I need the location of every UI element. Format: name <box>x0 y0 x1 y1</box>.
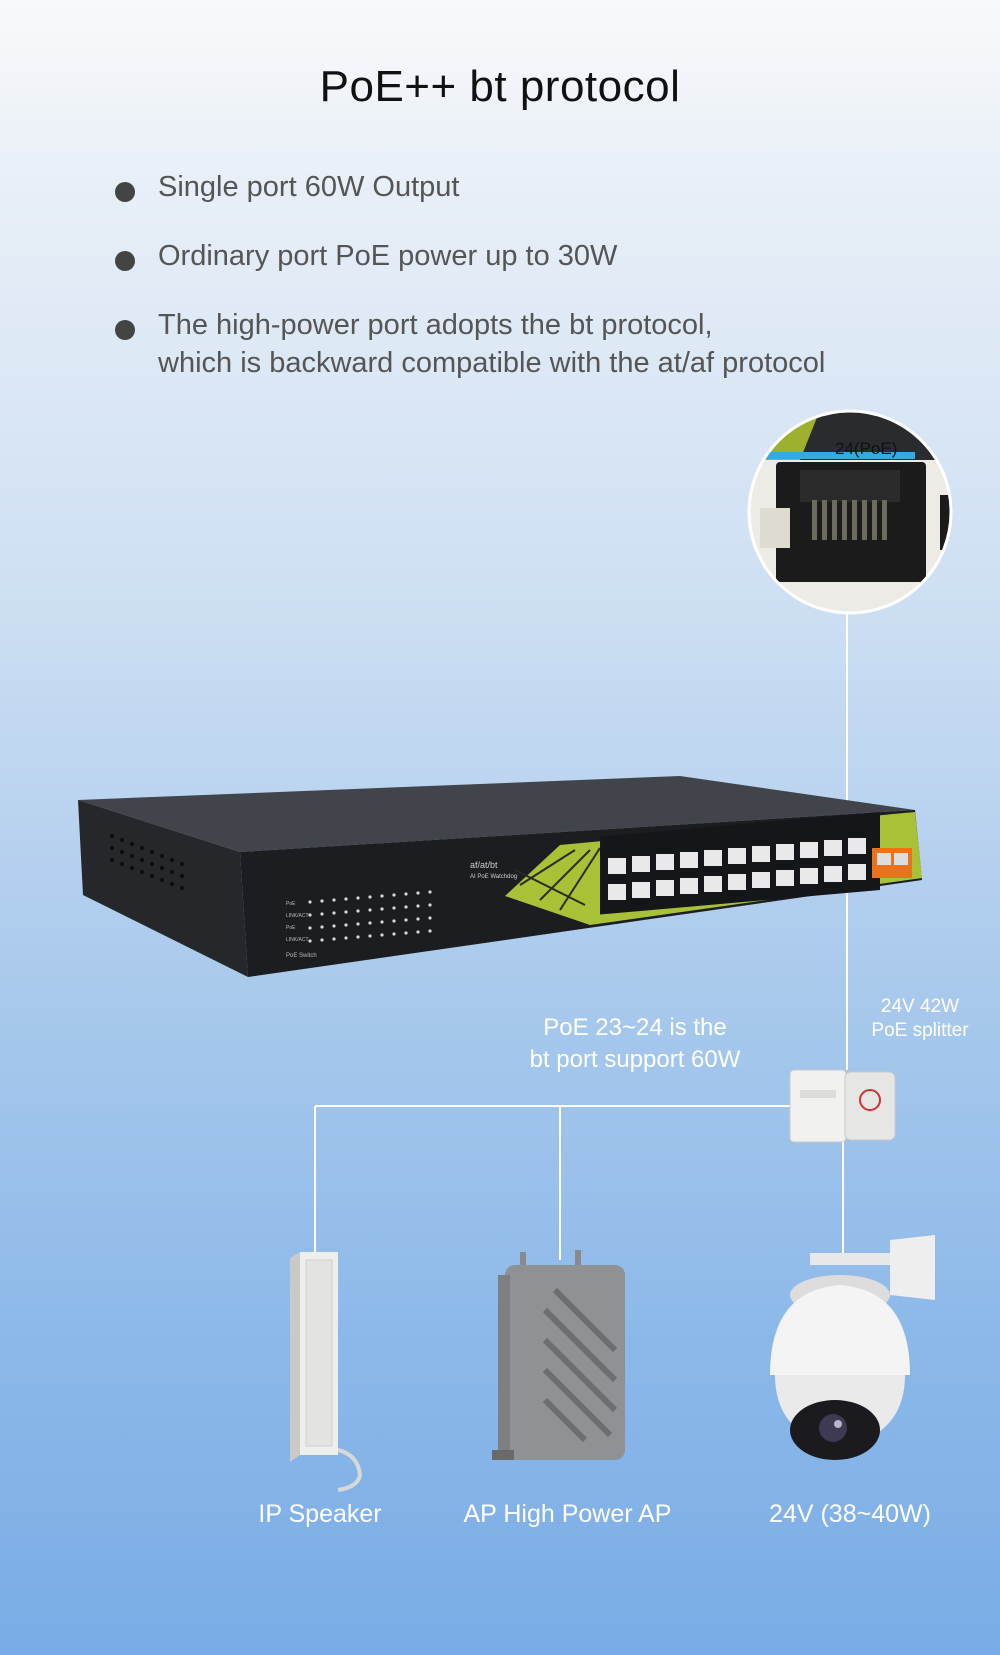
feature-item: The high-power port adopts the bt protoc… <box>113 306 973 382</box>
ap-label: AP High Power AP <box>463 1500 672 1528</box>
port-zoom-magnifier: 24(PoE) <box>747 409 953 615</box>
splitter-annotation-line1: 24V 42W <box>880 996 960 1017</box>
splitter-annotation-line2: PoE splitter <box>871 1020 969 1041</box>
feature-text: Single port 60W Output <box>158 171 460 203</box>
bt-port-annotation-line1: PoE 23~24 is the <box>543 1014 727 1041</box>
switch-row-label: LINK/ACT <box>286 913 309 919</box>
zoom-port-label: 24(PoE) <box>835 439 897 458</box>
ethernet-port-row <box>608 838 866 900</box>
switch-footer-text: PoE Switch <box>286 953 317 959</box>
bullet-dot-icon <box>115 251 135 271</box>
splitter-annotation: 24V 42W PoE splitter <box>855 995 985 1043</box>
feature-item: Single port 60W Output <box>113 168 973 206</box>
switch-row-label: PoE <box>286 901 296 907</box>
feature-list: Single port 60W Output Ordinary port PoE… <box>113 168 973 413</box>
feature-text: The high-power port adopts the bt protoc… <box>158 309 713 341</box>
bullet-dot-icon <box>115 320 135 340</box>
bt-port-annotation-line2: bt port support 60W <box>529 1046 741 1073</box>
feature-text-continued: which is backward compatible with the at… <box>158 347 826 379</box>
ptz-camera-device <box>770 1235 935 1460</box>
camera-label: 24V (38~40W) <box>769 1500 931 1528</box>
bullet-dot-icon <box>115 182 135 202</box>
bt-port-annotation: PoE 23~24 is the bt port support 60W <box>500 1012 770 1076</box>
status-led-grid <box>308 890 432 943</box>
switch-row-label: LINK/ACT <box>286 937 309 943</box>
ip-speaker-label: IP Speaker <box>258 1500 382 1528</box>
feature-item: Ordinary port PoE power up to 30W <box>113 237 973 275</box>
feature-text: Ordinary port PoE power up to 30W <box>158 240 618 272</box>
wireless-ap-device <box>492 1250 625 1460</box>
switch-watchdog-text: AI PoE Watchdog <box>470 874 517 880</box>
ip-speaker-device <box>290 1252 363 1492</box>
switch-model-text: af/at/bt <box>470 860 498 870</box>
page-title: PoE++ bt protocol <box>319 62 681 111</box>
switch-row-label: PoE <box>286 925 296 931</box>
poe-splitter-device <box>789 1069 896 1143</box>
poe-switch-device: af/at/bt AI PoE Watchdog PoE LINK/ACT Po… <box>78 776 922 977</box>
